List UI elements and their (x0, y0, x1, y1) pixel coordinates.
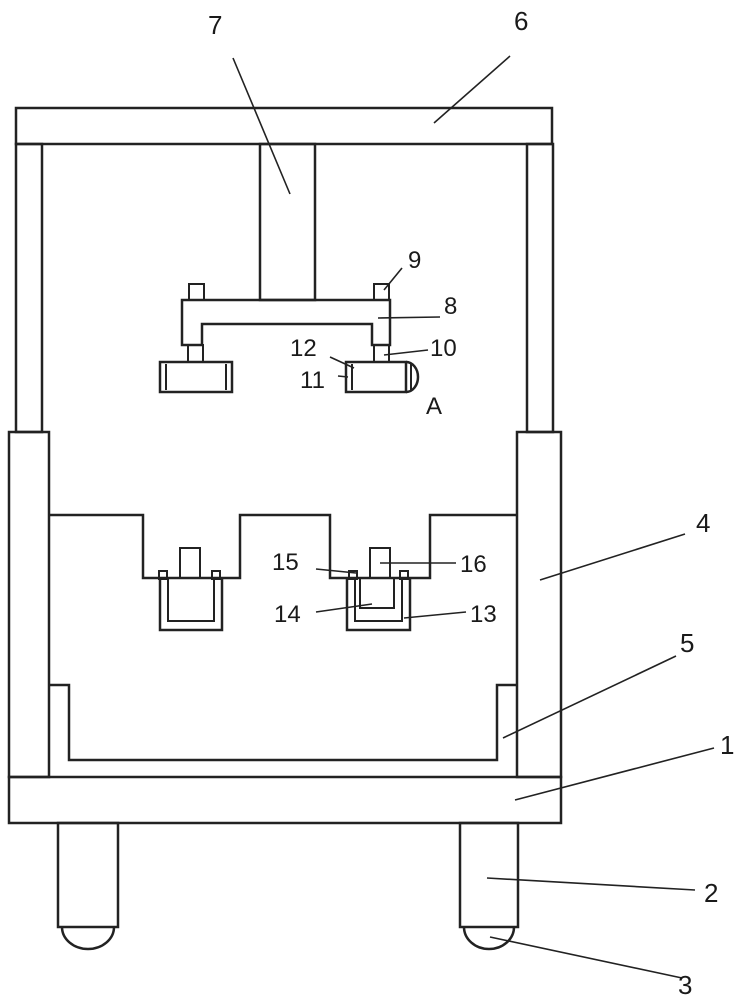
cross-bar (180, 298, 392, 347)
label-a: A (426, 393, 442, 420)
leader-7 (232, 57, 291, 195)
stepped-plate (49, 513, 517, 580)
base-plate (7, 775, 563, 825)
label-7: 7 (208, 10, 222, 40)
top-beam (14, 106, 554, 146)
bolt-right-b (399, 570, 409, 580)
right-column (525, 142, 555, 434)
wheel-right (462, 926, 516, 951)
leader-9 (383, 267, 403, 291)
leader-5 (502, 655, 677, 739)
pin-right (373, 283, 390, 301)
detail-a-circle (405, 360, 420, 394)
connector-right (373, 344, 390, 363)
leader-12 (329, 356, 355, 369)
clamp-left (158, 360, 234, 394)
left-column (14, 142, 44, 434)
cup-left-inner (167, 578, 215, 622)
label-2: 2 (704, 878, 718, 908)
bolt-left-b (211, 570, 221, 580)
label-10: 10 (430, 335, 457, 362)
label-15: 15 (272, 549, 299, 576)
right-pillar (515, 430, 563, 779)
label-11: 11 (300, 367, 325, 394)
leader-13 (403, 611, 467, 619)
pin-left (188, 283, 205, 301)
connector-left (187, 344, 204, 363)
bolt-right-a (348, 570, 358, 580)
vertical-rod (258, 142, 317, 302)
label-16: 16 (460, 551, 487, 578)
leader-15 (315, 568, 357, 574)
leader-14 (315, 603, 373, 613)
bottom-tray (49, 683, 517, 762)
leader-11 (337, 375, 349, 378)
leader-2 (486, 877, 696, 891)
left-pillar (7, 430, 51, 779)
cup-right-inner (354, 578, 403, 622)
label-1: 1 (720, 730, 734, 760)
leader-1 (514, 747, 715, 801)
label-4: 4 (696, 508, 710, 538)
label-12: 12 (290, 335, 317, 362)
leg-left (56, 821, 120, 929)
leader-8 (377, 316, 441, 319)
leader-10 (383, 349, 429, 356)
label-14: 14 (274, 601, 301, 628)
label-6: 6 (514, 6, 528, 36)
leader-4 (539, 533, 686, 581)
leader-6 (433, 55, 511, 124)
leg-right (458, 821, 520, 929)
label-8: 8 (444, 293, 457, 320)
cup-right (345, 578, 412, 632)
leader-3 (489, 936, 683, 979)
cup-left (158, 578, 224, 632)
label-9: 9 (408, 247, 421, 274)
label-5: 5 (680, 628, 694, 658)
block-right (359, 577, 395, 609)
wheel-left (60, 926, 116, 951)
post-left (179, 547, 201, 579)
clamp-right (344, 360, 408, 394)
label-3: 3 (678, 970, 692, 1000)
label-13: 13 (470, 601, 497, 628)
bolt-left-a (158, 570, 168, 580)
